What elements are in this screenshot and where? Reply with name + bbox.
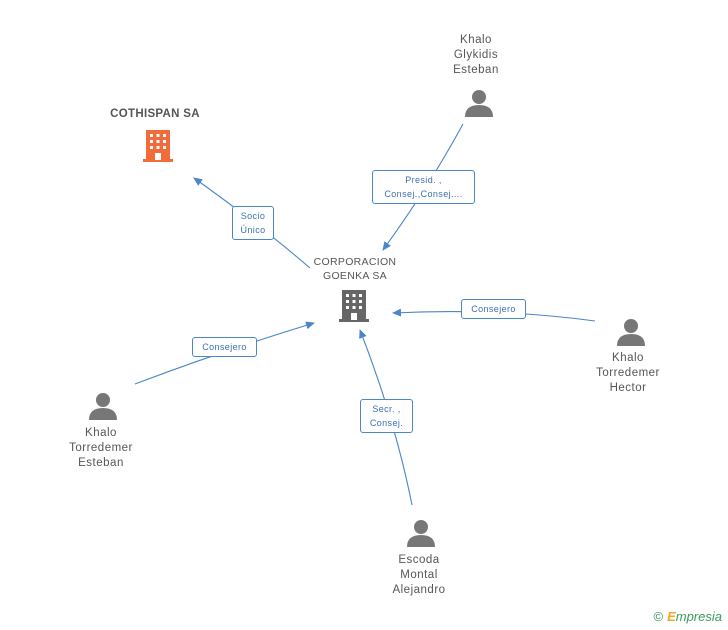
edge-label-consejero-esteban[interactable]: Consejero bbox=[192, 337, 257, 357]
node-label-cothispan[interactable]: COTHISPAN SA bbox=[110, 108, 200, 120]
edge-label-secr[interactable]: Secr. , Consej. bbox=[360, 399, 413, 433]
node-label-escoda[interactable]: Escoda Montal Alejandro bbox=[392, 554, 446, 596]
person-icon-escoda[interactable] bbox=[407, 520, 435, 547]
person-icon-glykidis[interactable] bbox=[465, 90, 493, 117]
edge-label-consejero-hector[interactable]: Consejero bbox=[461, 299, 526, 319]
edge-label-socio-unico[interactable]: Socio Único bbox=[232, 206, 274, 240]
person-icon-esteban-torredemer[interactable] bbox=[89, 393, 117, 420]
building-icon-cothispan[interactable] bbox=[143, 130, 173, 162]
copyright-notice: ©Empresia bbox=[653, 609, 722, 624]
node-label-glykidis[interactable]: Khalo Glykidis Esteban bbox=[453, 34, 499, 76]
brand-logo-initial: E bbox=[667, 609, 676, 624]
node-label-esteban-torredemer[interactable]: Khalo Torredemer Esteban bbox=[69, 427, 133, 469]
edge-label-presid[interactable]: Presid. , Consej.,Consej.... bbox=[372, 170, 475, 204]
copyright-icon: © bbox=[653, 609, 664, 624]
brand-logo-text: mpresia bbox=[675, 609, 722, 624]
node-label-hector[interactable]: Khalo Torredemer Hector bbox=[596, 352, 660, 394]
node-label-goenka[interactable]: CORPORACION GOENKA SA bbox=[313, 256, 397, 282]
person-icon-hector[interactable] bbox=[617, 319, 645, 346]
building-icon-goenka[interactable] bbox=[339, 290, 369, 322]
